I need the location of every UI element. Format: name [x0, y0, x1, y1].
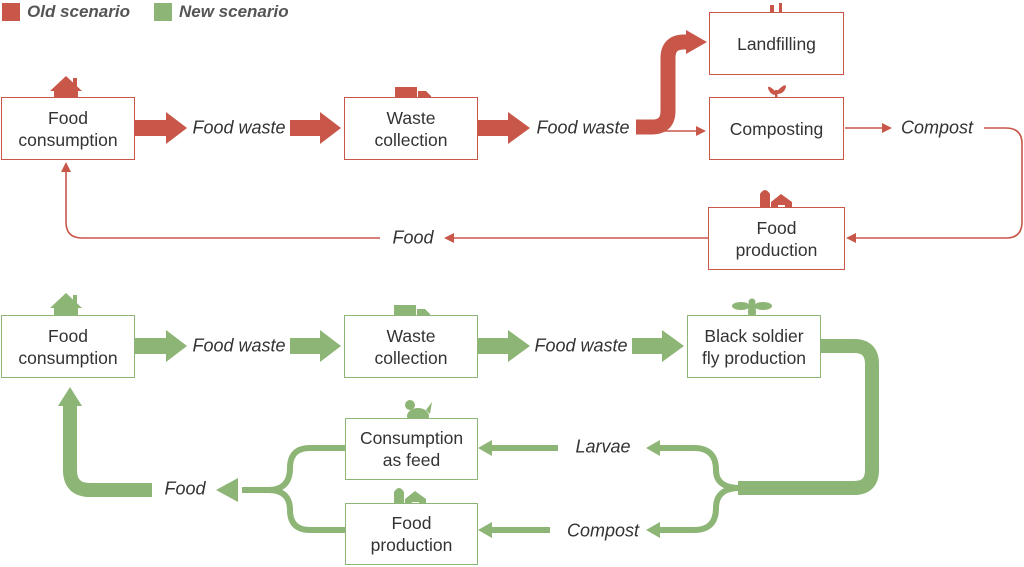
old-arrow-to-landfilling	[636, 34, 688, 135]
old-arrow-collection-to-foodwaste	[478, 112, 530, 144]
legend-old-label: Old scenario	[27, 2, 130, 21]
new-bsf-production-box: Black soldier fly production	[687, 315, 821, 378]
new-arrow-feed-to-food	[242, 445, 345, 493]
new-consumption-feed-box: Consumption as feed	[345, 418, 478, 480]
old-compost-label: Compost	[900, 117, 974, 138]
legend-old: Old scenario	[2, 2, 130, 22]
old-waste-collection-box: Waste collection	[344, 97, 478, 160]
new-food-waste-label-1: Food waste	[192, 335, 286, 356]
old-landfilling-box: Landfilling	[709, 12, 844, 75]
old-arrow-food-to-consumption	[61, 162, 380, 239]
house-icon	[50, 293, 82, 322]
legend-new: New scenario	[154, 2, 289, 22]
legend-old-swatch	[2, 3, 20, 21]
new-arrow-bsf-loop	[738, 339, 879, 495]
new-food-label: Food	[164, 478, 206, 499]
old-food-label: Food	[392, 227, 434, 248]
new-larvae-label: Larvae	[575, 436, 631, 457]
old-composting-box: Composting	[709, 97, 844, 160]
new-arrow-split-compost	[656, 485, 741, 533]
new-arrow-head-larvae	[646, 440, 660, 456]
new-arrow-split-larvae	[656, 445, 741, 491]
new-food-consumption-box: Food consumption	[1, 315, 135, 378]
new-arrow-head-compost	[646, 522, 660, 538]
legend-new-swatch	[154, 3, 172, 21]
old-food-waste-label-1: Food waste	[192, 117, 286, 138]
new-food-waste-label-2: Food waste	[534, 335, 628, 356]
old-arrow-foodwaste-to-collection	[290, 112, 341, 144]
new-arrow-head-food	[216, 478, 238, 502]
new-food-production-box: Food production	[345, 503, 478, 565]
old-food-production-box: Food production	[708, 207, 845, 270]
new-arrow-foodwaste-to-collection	[290, 330, 341, 362]
old-arrow-head-landfilling	[686, 30, 707, 54]
old-food-consumption-box: Food consumption	[1, 97, 135, 160]
old-arrow-compost-to-production	[846, 127, 1023, 243]
new-arrow-food-to-consumption	[63, 404, 152, 497]
legend-new-label: New scenario	[179, 2, 289, 21]
new-compost-label: Compost	[566, 520, 640, 541]
new-arrow-head-consumption	[58, 387, 82, 406]
new-arrow-foodwaste-to-bsf	[632, 330, 684, 362]
new-waste-collection-box: Waste collection	[344, 315, 478, 378]
old-arrow-consumption-to-foodwaste	[135, 112, 187, 144]
new-arrow-consumption-to-foodwaste	[135, 330, 187, 362]
new-arrow-collection-to-foodwaste	[478, 330, 530, 362]
old-food-waste-label-2: Food waste	[536, 117, 630, 138]
new-arrow-head-feed	[478, 440, 492, 456]
new-arrow-production-to-food	[242, 487, 345, 533]
new-arrow-head-production	[478, 522, 492, 538]
